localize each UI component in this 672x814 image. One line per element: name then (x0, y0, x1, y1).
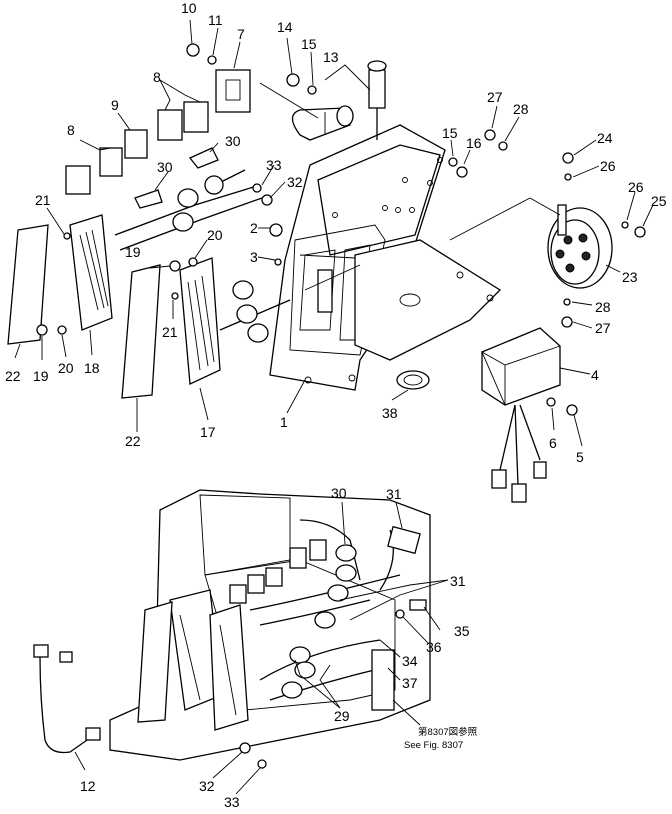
part-label: 2 (250, 220, 258, 236)
part-label: 29 (334, 708, 350, 724)
part-label: 26 (600, 158, 616, 174)
part-label: 32 (199, 778, 215, 794)
part-label: 27 (487, 89, 503, 105)
part-label: 18 (84, 360, 100, 376)
reference-note-jp: 第8307図参照 (418, 726, 478, 738)
knob-switch (291, 60, 387, 141)
part-label: 21 (162, 324, 178, 340)
assembled-bracket (109, 489, 431, 769)
part-label: 31 (386, 486, 402, 502)
part-label: 3 (250, 249, 258, 265)
part-label: 16 (466, 135, 482, 151)
part-label: 19 (125, 244, 141, 260)
part-label: 30 (331, 485, 347, 501)
part-label: 4 (591, 367, 599, 383)
part-label: 17 (200, 424, 216, 440)
connector-block-18 (69, 214, 113, 331)
part-label: 19 (33, 368, 49, 384)
cover-22-center (121, 264, 161, 399)
part-label: 26 (628, 179, 644, 195)
fasteners (36, 43, 646, 416)
part-label: 22 (125, 433, 141, 449)
cover-22-left (7, 224, 49, 345)
part-label: 12 (80, 778, 96, 794)
part-label: 6 (549, 435, 557, 451)
part-label: 1 (280, 414, 288, 430)
part-label: 10 (181, 0, 197, 16)
part-label: 13 (323, 49, 339, 65)
main-bracket (269, 124, 502, 391)
harness-12 (33, 644, 101, 754)
part-label: 34 (402, 653, 418, 669)
buzzer (547, 204, 613, 289)
upper-harness (114, 147, 291, 343)
part-label: 28 (513, 101, 529, 117)
leader-lines-lower (74, 501, 449, 795)
part-label: 32 (287, 174, 303, 190)
grommet (396, 370, 430, 390)
part-label: 5 (576, 449, 584, 465)
part-label: 24 (597, 130, 613, 146)
part-label: 27 (595, 320, 611, 336)
part-label: 20 (207, 227, 223, 243)
part-label: 36 (426, 639, 442, 655)
part-label: 11 (208, 12, 223, 28)
part-label: 30 (225, 133, 241, 149)
part-label: 7 (237, 26, 245, 42)
part-label: 33 (224, 794, 240, 809)
part-label: 15 (301, 36, 317, 52)
part-label: 8 (153, 69, 161, 85)
part-label: 31 (450, 573, 466, 589)
part-label: 8 (67, 122, 75, 138)
part-label: 37 (402, 675, 418, 691)
relay-group (65, 69, 251, 195)
part-label: 35 (454, 623, 470, 639)
part-label: 25 (651, 193, 667, 209)
part-label: 20 (58, 360, 74, 376)
part-label: 30 (157, 159, 173, 175)
part-label: 23 (622, 269, 638, 285)
reference-note: 第8307図参照 See Fig. 8307 (404, 726, 478, 751)
connector-block-17 (179, 257, 221, 385)
part-label: 9 (111, 97, 119, 113)
part-label: 21 (35, 192, 51, 208)
part-label: 38 (382, 405, 398, 421)
reference-note-en: See Fig. 8307 (404, 740, 463, 751)
part-label: 22 (5, 368, 21, 384)
part-label: 28 (595, 299, 611, 315)
part-label: 14 (277, 19, 293, 35)
part-number-labels: 10 11 7 14 15 13 27 28 8 9 8 30 15 16 24… (5, 0, 667, 810)
part-label: 33 (266, 157, 282, 173)
part-label: 15 (442, 125, 458, 141)
leader-lines-upper (14, 19, 654, 447)
box-unit (481, 327, 561, 503)
